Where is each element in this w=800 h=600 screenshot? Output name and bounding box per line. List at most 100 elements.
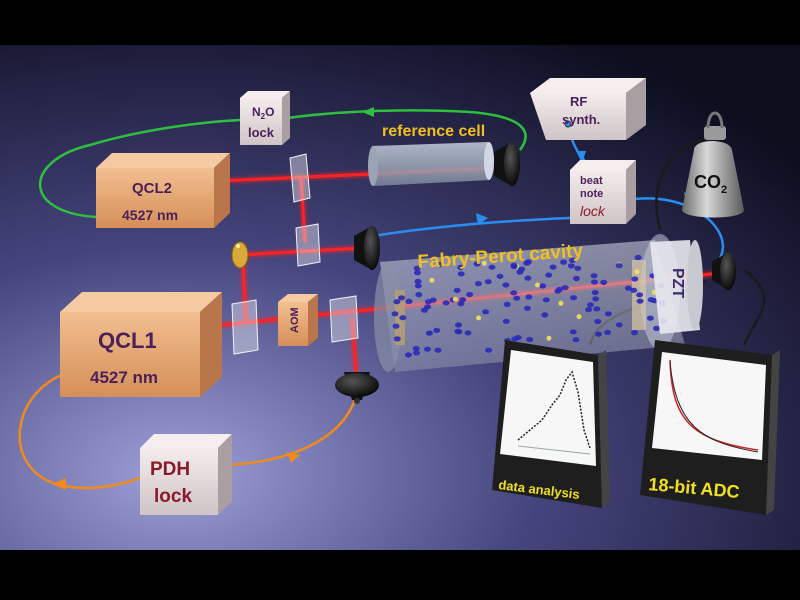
molecule [434,347,442,353]
molecule [615,263,623,269]
molecule [482,309,490,315]
molecule [647,297,655,303]
beat-note-line2: note [580,188,603,200]
beat-note-lock-box [570,160,636,224]
n2o-lock-box [240,91,290,145]
molecule [542,297,550,303]
molecule [576,314,582,320]
detector-beat [354,226,380,270]
molecule [631,276,639,282]
molecule [425,330,433,336]
beamsplitter-lower [231,299,259,355]
molecule [398,295,405,301]
molecule [414,278,422,284]
data-analysis-monitor [492,340,610,508]
molecule [464,330,472,336]
molecule [484,279,492,285]
qcl1-name: QCL1 [98,328,157,353]
molecule [634,254,642,261]
molecule [546,335,552,341]
molecule [496,273,504,279]
molecule [636,298,644,304]
analysis-plot-curve [517,370,591,449]
co2-label: CO2 [694,172,727,196]
molecule [590,273,598,279]
detector-transmission [712,252,736,290]
molecule [567,263,575,269]
molecule [526,336,534,343]
molecule [393,299,401,305]
molecule [556,286,564,292]
molecule [646,315,654,321]
molecule [502,318,510,324]
molecule [405,352,412,358]
pzt-ring [650,240,703,334]
molecule [474,281,482,287]
rf-synth-line2: synth. [562,112,600,127]
molecule [587,302,594,308]
beat-note-line3: lock [580,203,606,219]
pzt-label: PZT [669,268,686,298]
molecule [413,270,421,276]
molecule [636,292,644,298]
mirror-mid [295,223,321,267]
beamsplitter-cavity [329,295,359,343]
molecule [412,345,420,352]
adc-decay-curve [669,359,759,451]
molecule [604,329,612,335]
molecule [454,328,462,334]
molecule [442,300,450,306]
molecule [413,265,421,271]
molecule [476,315,482,321]
qcl2-wavelength: 4527 nm [122,207,178,223]
co2-molecules [391,254,668,358]
reference-cell-label: reference cell [382,123,485,140]
rf-synth-box [530,78,646,140]
molecule [457,264,465,270]
detector-reference [494,142,520,186]
molecule [535,282,540,288]
qcl1-wavelength: 4527 nm [90,368,158,387]
molecule [585,307,593,313]
molecule [503,301,511,307]
qcl1-box [60,292,222,397]
co2-tank [682,111,744,218]
molecule [541,312,549,318]
n2o-label: N2O [252,105,274,121]
molecule [433,327,441,333]
molecule [488,264,496,270]
molecule [574,265,582,271]
aom-label: AOM [289,307,301,333]
molecule [604,311,612,317]
molecule [545,272,553,278]
molecule [510,290,518,296]
molecule [392,323,400,329]
molecule [415,292,423,298]
molecule [560,259,567,265]
molecule [511,336,519,342]
molecule [549,264,557,270]
molecule [572,275,580,282]
adc-monitor [640,340,780,515]
molecule [405,298,413,304]
molecule [524,275,532,281]
molecule [539,283,547,289]
detector-pdh [335,372,379,404]
analysis-plot-baseline [517,445,591,455]
molecule [391,311,399,317]
aom-box [278,294,318,346]
qcl2-box [96,153,230,228]
rf-synth-line1: RF [570,94,587,109]
molecule [572,337,580,343]
molecule [525,294,533,300]
molecule [594,318,602,325]
molecule [413,350,420,356]
molecule [424,346,431,352]
molecule [473,261,481,267]
molecule [561,285,569,291]
reference-cell [368,142,494,186]
molecule [510,262,518,268]
green-cable [38,107,527,219]
